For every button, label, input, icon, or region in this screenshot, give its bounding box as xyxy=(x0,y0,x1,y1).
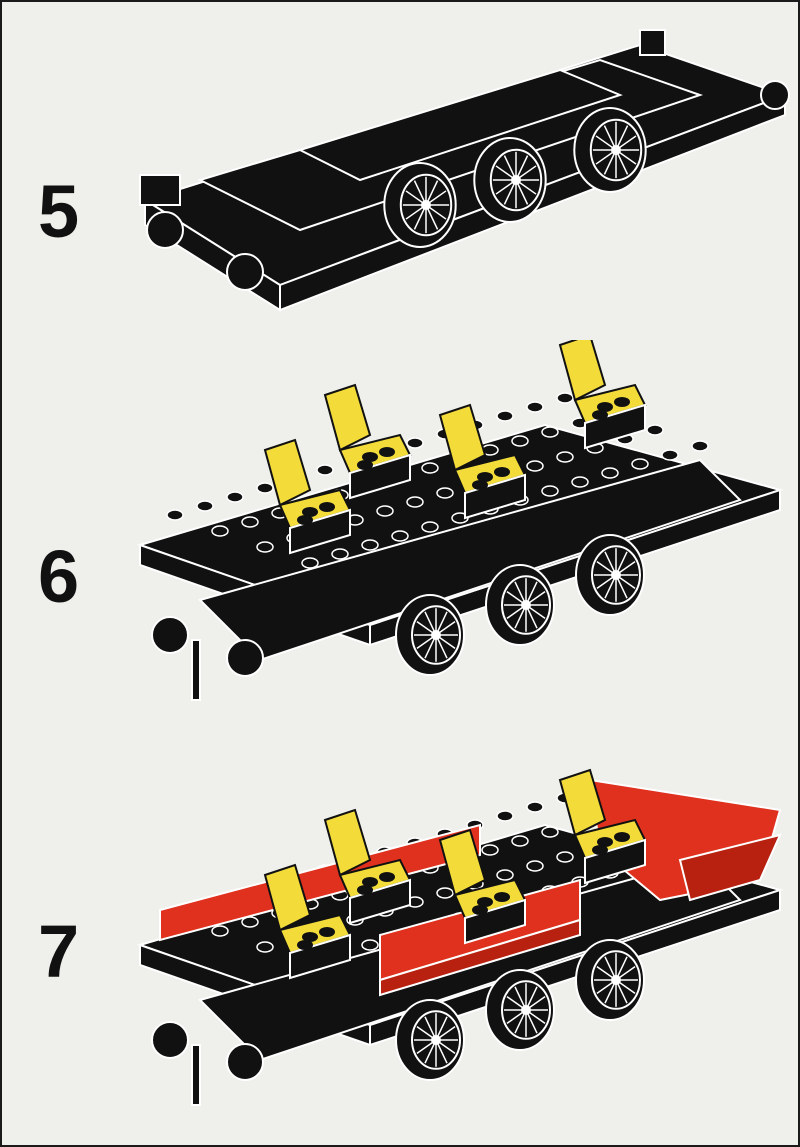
stud xyxy=(496,810,514,822)
stud xyxy=(316,464,334,476)
coupler-rear xyxy=(639,29,790,110)
stud xyxy=(556,451,574,463)
coupler-front xyxy=(151,616,264,701)
wheel xyxy=(485,969,555,1051)
red-bricks xyxy=(159,778,782,997)
wheel xyxy=(575,534,645,616)
stud xyxy=(541,485,559,497)
wheel xyxy=(575,939,645,1021)
stud xyxy=(436,887,454,899)
step-6-illustration xyxy=(136,340,784,701)
stud xyxy=(556,392,574,404)
seat xyxy=(263,863,352,980)
stud xyxy=(526,801,544,813)
stud xyxy=(301,557,319,569)
stud xyxy=(541,426,559,438)
wheel xyxy=(473,137,547,223)
stud xyxy=(661,449,679,461)
wheel xyxy=(395,594,465,676)
wheels xyxy=(395,534,645,676)
stud xyxy=(256,482,274,494)
stud xyxy=(631,458,649,470)
stud xyxy=(646,424,664,436)
seats xyxy=(263,340,647,555)
wheel xyxy=(485,564,555,646)
stud xyxy=(406,496,424,508)
stud xyxy=(196,500,214,512)
stud xyxy=(406,437,424,449)
stud xyxy=(556,851,574,863)
stud xyxy=(421,521,439,533)
coupler-front xyxy=(139,174,264,291)
stud xyxy=(211,525,229,537)
seats xyxy=(263,768,647,980)
stud xyxy=(421,462,439,474)
seat xyxy=(323,808,412,925)
wheel xyxy=(395,999,465,1081)
stud xyxy=(541,826,559,838)
seat xyxy=(263,438,352,555)
stud xyxy=(361,539,379,551)
stud xyxy=(526,401,544,413)
stud xyxy=(226,491,244,503)
stud xyxy=(511,435,529,447)
seat xyxy=(558,340,647,450)
coupler-front xyxy=(151,1021,264,1106)
stud xyxy=(391,530,409,542)
stud xyxy=(496,410,514,422)
step-5-illustration xyxy=(139,29,790,312)
stud xyxy=(511,835,529,847)
step-number-7: 7 xyxy=(38,910,80,993)
seat xyxy=(438,828,527,945)
stud xyxy=(256,941,274,953)
stud xyxy=(376,505,394,517)
bogie-wheels xyxy=(383,107,647,248)
stud xyxy=(691,440,709,452)
stud xyxy=(256,541,274,553)
stud xyxy=(481,844,499,856)
wheels xyxy=(395,939,645,1081)
seat xyxy=(438,403,527,520)
step-number-6: 6 xyxy=(38,535,80,618)
step-number-5: 5 xyxy=(38,170,80,253)
stud xyxy=(571,476,589,488)
stud xyxy=(601,467,619,479)
wheel xyxy=(573,107,647,193)
base-plate xyxy=(136,423,784,662)
stud xyxy=(331,548,349,560)
stud xyxy=(241,516,259,528)
wheel xyxy=(383,162,457,248)
stud xyxy=(526,460,544,472)
step-7-illustration xyxy=(136,768,784,1106)
stud xyxy=(211,925,229,937)
seat xyxy=(558,768,647,885)
stud xyxy=(361,939,379,951)
stud xyxy=(526,860,544,872)
stud xyxy=(166,509,184,521)
seat xyxy=(323,383,412,500)
stud xyxy=(436,487,454,499)
stud xyxy=(496,869,514,881)
